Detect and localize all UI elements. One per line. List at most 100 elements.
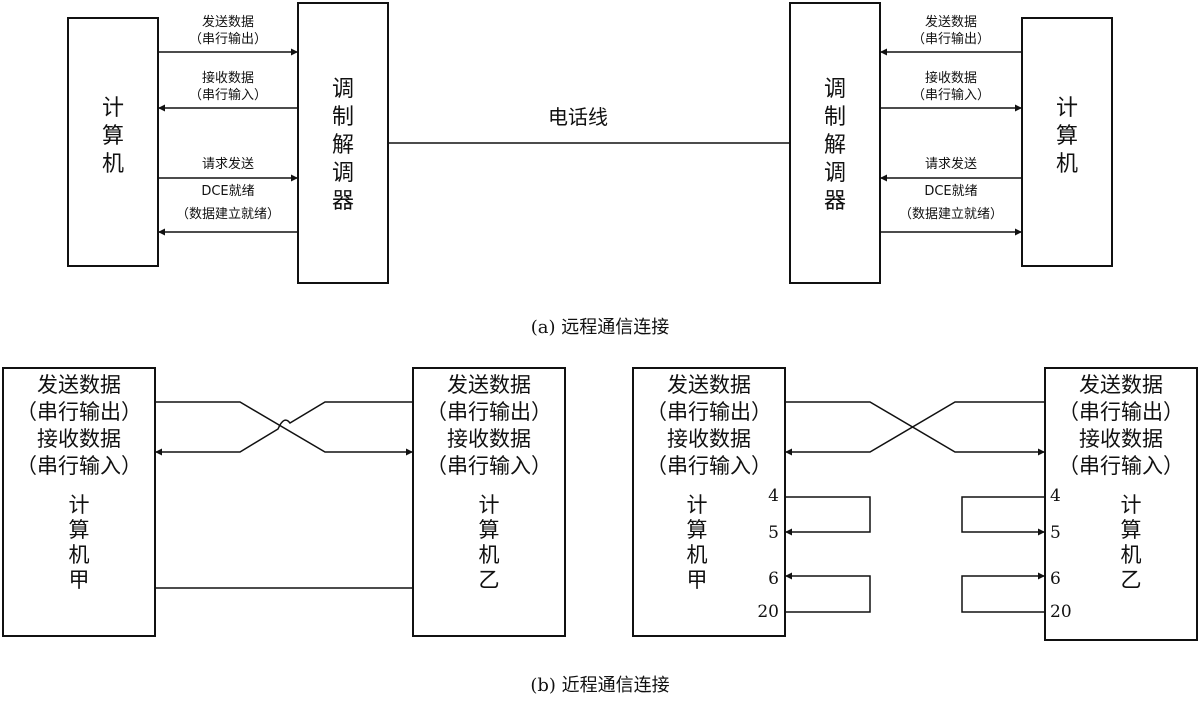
near-right-b-send-line1: 发送数据 <box>1079 373 1163 397</box>
right-data-ready-label: （数据建立就绪） <box>899 207 1003 222</box>
right-request-label: 请求发送 <box>925 156 977 172</box>
near-left-a-recv-line1: 接收数据 <box>37 427 121 451</box>
near-left-b-recv-line1: 接收数据 <box>447 427 531 451</box>
near-left-b-send-line1: 发送数据 <box>447 373 531 397</box>
left-request-label: 请求发送 <box>202 156 254 172</box>
near-right-b-loop-4-5 <box>961 496 1045 536</box>
right-modem-box <box>789 2 881 284</box>
near-left-b-char-2: 算 <box>479 518 500 542</box>
near-right-a-char-1: 计 <box>687 493 708 517</box>
left-modem-char-4: 调 <box>332 161 354 186</box>
near-right-b-pin-20: 20 <box>1050 602 1072 622</box>
near-left-computer-a-box <box>2 367 156 637</box>
right-modem-char-2: 制 <box>824 105 846 130</box>
near-right-b-recv-line1: 接收数据 <box>1079 427 1163 451</box>
near-right-b-char-3: 机 <box>1121 543 1142 567</box>
near-left-b-send-line2: （串行输出） <box>426 400 552 424</box>
near-right-b-send-line2: （串行输出） <box>1058 400 1184 424</box>
left-computer: 计 算 机 <box>67 17 159 267</box>
near-left-a-char-4: 甲 <box>69 568 90 592</box>
right-modem: 调 制 解 调 器 <box>789 2 881 284</box>
left-computer-box <box>67 17 159 267</box>
near-left-computer-b: 发送数据 （串行输出） 接收数据 （串行输入） 计 算 机 乙 <box>412 367 566 637</box>
left-send-label: 发送数据 <box>202 14 254 30</box>
left-recv-label: 接收数据 <box>202 70 254 86</box>
near-right-a-recv-line1: 接收数据 <box>667 427 751 451</box>
near-left-computer-a: 发送数据 （串行输出） 接收数据 （串行输入） 计 算 机 甲 <box>2 367 156 637</box>
right-computer-char-2: 算 <box>1056 124 1078 149</box>
near-right-computer-b: 发送数据 （串行输出） 接收数据 （串行输入） 计 算 机 乙 4 5 6 20 <box>1044 367 1198 641</box>
near-right-computer-a-box <box>632 367 786 637</box>
near-left-a-recv-line2: （串行输入） <box>16 454 142 478</box>
near-right-b-pin-4: 4 <box>1050 486 1061 506</box>
left-computer-char-1: 计 <box>102 96 124 121</box>
near-right-a-pin-4: 4 <box>768 486 779 506</box>
right-computer-box <box>1021 17 1113 267</box>
near-left-b-char-1: 计 <box>479 493 500 517</box>
near-left-txd-to-rxd-wire <box>155 401 413 456</box>
left-computer-char-2: 算 <box>102 124 124 149</box>
near-right-b-pin-5: 5 <box>1050 523 1061 543</box>
right-modem-char-1: 调 <box>824 77 846 102</box>
near-left-b-char-3: 机 <box>479 543 500 567</box>
near-right-txd-to-rxd-wire <box>785 401 1045 456</box>
left-modem-box <box>297 2 389 284</box>
left-modem-char-2: 制 <box>332 105 354 130</box>
near-right-b-recv-line2: （串行输入） <box>1058 454 1184 478</box>
right-modem-char-4: 调 <box>824 161 846 186</box>
right-send-sublabel: （串行输出） <box>912 31 990 47</box>
near-left-b-recv-line2: （串行输入） <box>426 454 552 478</box>
caption-near: (b) 近程通信连接 <box>530 675 669 696</box>
near-right-b-char-4: 乙 <box>1121 568 1142 592</box>
right-computer-char-3: 机 <box>1056 152 1078 177</box>
near-right-a-pin-6: 6 <box>768 569 779 589</box>
near-right-a-send-line1: 发送数据 <box>667 373 751 397</box>
near-right-b-pin-6: 6 <box>1050 569 1061 589</box>
near-right-a-loop-20-6 <box>785 572 871 613</box>
near-right-b-loop-20-6 <box>961 572 1045 613</box>
left-send-sublabel: （串行输出） <box>189 31 267 47</box>
near-left-a-char-3: 机 <box>69 543 90 567</box>
left-modem-char-1: 调 <box>332 77 354 102</box>
near-right-computer-b-box <box>1044 367 1198 641</box>
left-modem: 调 制 解 调 器 <box>297 2 389 284</box>
near-right-a-char-3: 机 <box>687 543 708 567</box>
near-left-a-char-1: 计 <box>69 493 90 517</box>
near-right-rxd-to-txd-wire <box>785 401 1045 456</box>
left-modem-char-3: 解 <box>332 133 354 158</box>
right-dce-label: DCE就绪 <box>924 184 977 199</box>
right-recv-sublabel: （串行输入） <box>912 87 990 103</box>
right-send-label: 发送数据 <box>925 14 977 30</box>
caption-remote: (a) 远程通信连接 <box>531 317 670 338</box>
left-modem-char-5: 器 <box>332 189 354 214</box>
near-left-a-send-line2: （串行输出） <box>16 400 142 424</box>
near-left-computer-b-box <box>412 367 566 637</box>
left-computer-char-3: 机 <box>102 152 124 177</box>
left-recv-sublabel: （串行输入） <box>189 87 267 103</box>
near-right-a-send-line2: （串行输出） <box>646 400 772 424</box>
right-modem-char-3: 解 <box>824 133 846 158</box>
near-right-b-char-1: 计 <box>1121 493 1142 517</box>
right-recv-label: 接收数据 <box>925 70 977 86</box>
near-left-a-send-line1: 发送数据 <box>37 373 121 397</box>
near-right-computer-a: 发送数据 （串行输出） 接收数据 （串行输入） 计 算 机 甲 4 5 6 20 <box>632 367 786 637</box>
near-right-a-loop-4-5 <box>785 496 871 536</box>
phone-line-label: 电话线 <box>548 105 608 129</box>
right-modem-char-5: 器 <box>824 189 846 214</box>
remote-connection-diagram: 计 算 机 调 制 解 调 器 发送数据 （串行输出） 接收数据 （串行输入） … <box>67 2 1113 338</box>
near-left-rxd-to-txd-wire <box>155 401 413 456</box>
near-left-b-char-4: 乙 <box>479 568 500 592</box>
near-right-a-pin-20: 20 <box>757 602 779 622</box>
near-left-a-char-2: 算 <box>69 518 90 542</box>
right-computer-char-1: 计 <box>1056 96 1078 121</box>
near-connection-diagram: 发送数据 （串行输出） 接收数据 （串行输入） 计 算 机 甲 发送数据 （串行… <box>2 367 1198 696</box>
near-right-b-char-2: 算 <box>1121 518 1142 542</box>
near-right-a-recv-line2: （串行输入） <box>646 454 772 478</box>
near-right-a-pin-5: 5 <box>768 523 779 543</box>
left-dce-label: DCE就绪 <box>201 184 254 199</box>
left-data-ready-label: （数据建立就绪） <box>176 207 280 222</box>
near-right-a-char-4: 甲 <box>687 568 708 592</box>
near-right-a-char-2: 算 <box>687 518 708 542</box>
right-computer: 计 算 机 <box>1021 17 1113 267</box>
